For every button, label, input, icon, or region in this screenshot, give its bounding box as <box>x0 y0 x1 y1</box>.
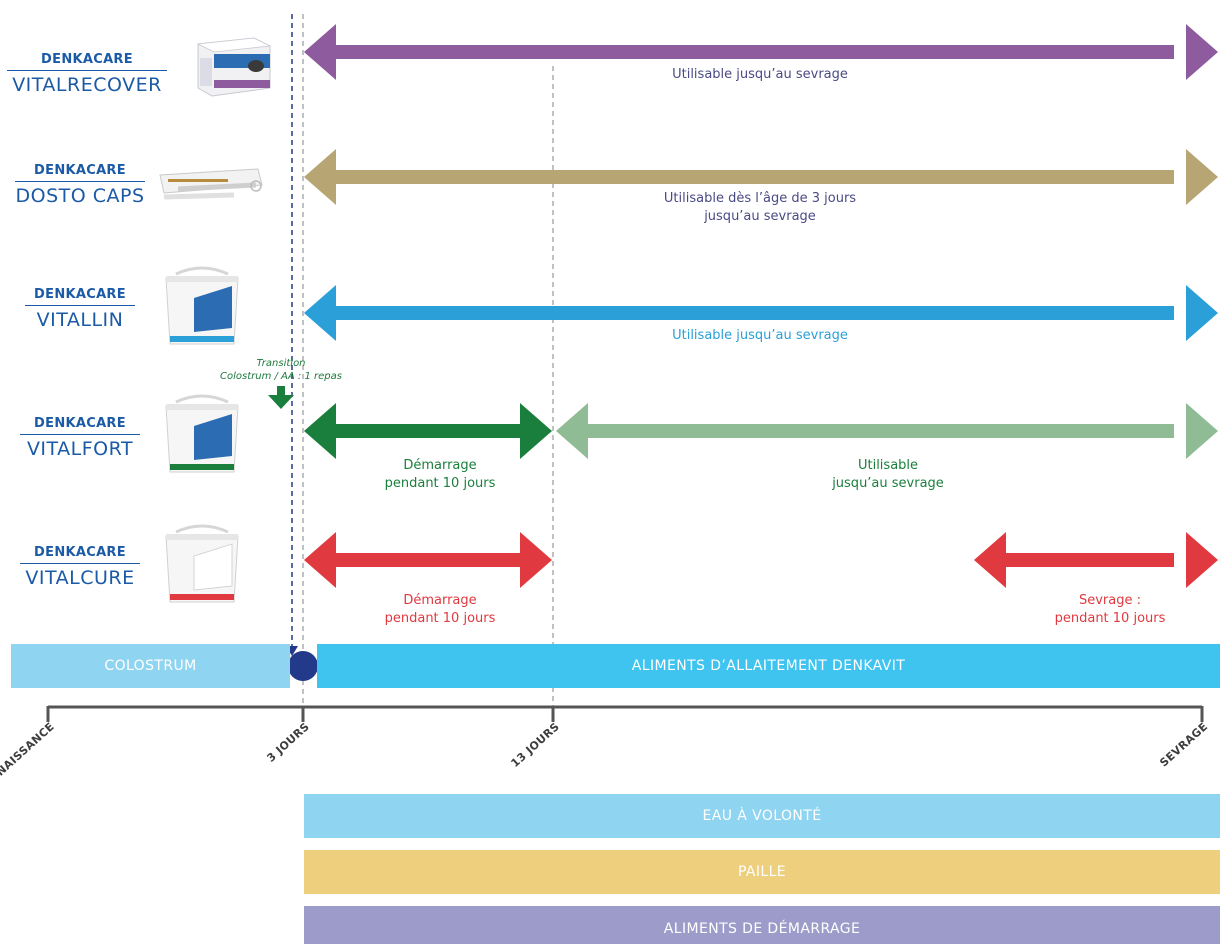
product-dosto-caps: DENKACARE DOSTO CAPS <box>0 163 165 207</box>
bucket-package-icon <box>165 524 239 603</box>
label-vitalfort-rest: Utilisable jusqu’au sevrage <box>832 458 944 491</box>
birth-transition-marker <box>288 651 318 681</box>
arrow-vitalcure-start <box>304 532 552 588</box>
label-vitalrecover: Utilisable jusqu’au sevrage <box>672 67 848 82</box>
arrow-vitalcure-end <box>974 532 1218 588</box>
product-vitalfort: DENKACARE VITALFORT <box>0 416 165 460</box>
product-name: VITALLIN <box>36 309 124 331</box>
box-package-icon <box>196 37 272 97</box>
bar-paille: PAILLE <box>304 850 1220 894</box>
product-name: VITALCURE <box>25 567 135 589</box>
label-vitalcure-start: Démarrage pendant 10 jours <box>384 593 496 626</box>
transition-note: Transition Colostrum / AA : 1 repas <box>220 358 342 382</box>
product-name: DOSTO CAPS <box>15 185 145 207</box>
brand-label: DENKACARE <box>34 287 126 302</box>
transition-down-arrow-icon <box>268 386 294 409</box>
bar-eau-a-volonte: EAU À VOLONTÉ <box>304 794 1220 838</box>
label-dosto-caps: Utilisable dès l’âge de 3 jours jusqu’au… <box>663 191 857 224</box>
product-vitalcure: DENKACARE VITALCURE <box>0 545 165 589</box>
product-name: VITALRECOVER <box>12 74 162 96</box>
product-vitalrecover: DENKACARE VITALRECOVER <box>2 52 172 96</box>
bar-aliments-demarrage: ALIMENTS DE DÉMARRAGE <box>304 906 1220 944</box>
capsule-applicator-icon <box>159 168 263 200</box>
brand-label: DENKACARE <box>34 545 126 560</box>
bucket-package-icon <box>165 394 239 473</box>
product-vitallin: DENKACARE VITALLIN <box>0 287 165 331</box>
bar-colostrum: COLOSTRUM <box>11 644 290 688</box>
bar-aliments-allaitement: ALIMENTS D’ALLAITEMENT DENKAVIT <box>317 644 1220 688</box>
brand-label: DENKACARE <box>34 416 126 431</box>
product-name: VITALFORT <box>26 438 134 460</box>
arrow-vitalfort-start <box>304 403 552 459</box>
time-axis <box>46 705 1204 722</box>
arrow-vitalrecover <box>304 24 1218 80</box>
arrow-vitallin <box>304 285 1218 341</box>
label-vitalfort-start: Démarrage pendant 10 jours <box>384 458 496 491</box>
label-vitallin: Utilisable jusqu’au sevrage <box>672 328 848 343</box>
label-vitalcure-end: Sevrage : pendant 10 jours <box>1054 593 1166 626</box>
arrow-dosto-caps <box>304 149 1218 205</box>
brand-label: DENKACARE <box>41 52 133 67</box>
bucket-package-icon <box>165 266 239 345</box>
arrow-vitalfort-rest <box>556 403 1218 459</box>
brand-label: DENKACARE <box>34 163 126 178</box>
